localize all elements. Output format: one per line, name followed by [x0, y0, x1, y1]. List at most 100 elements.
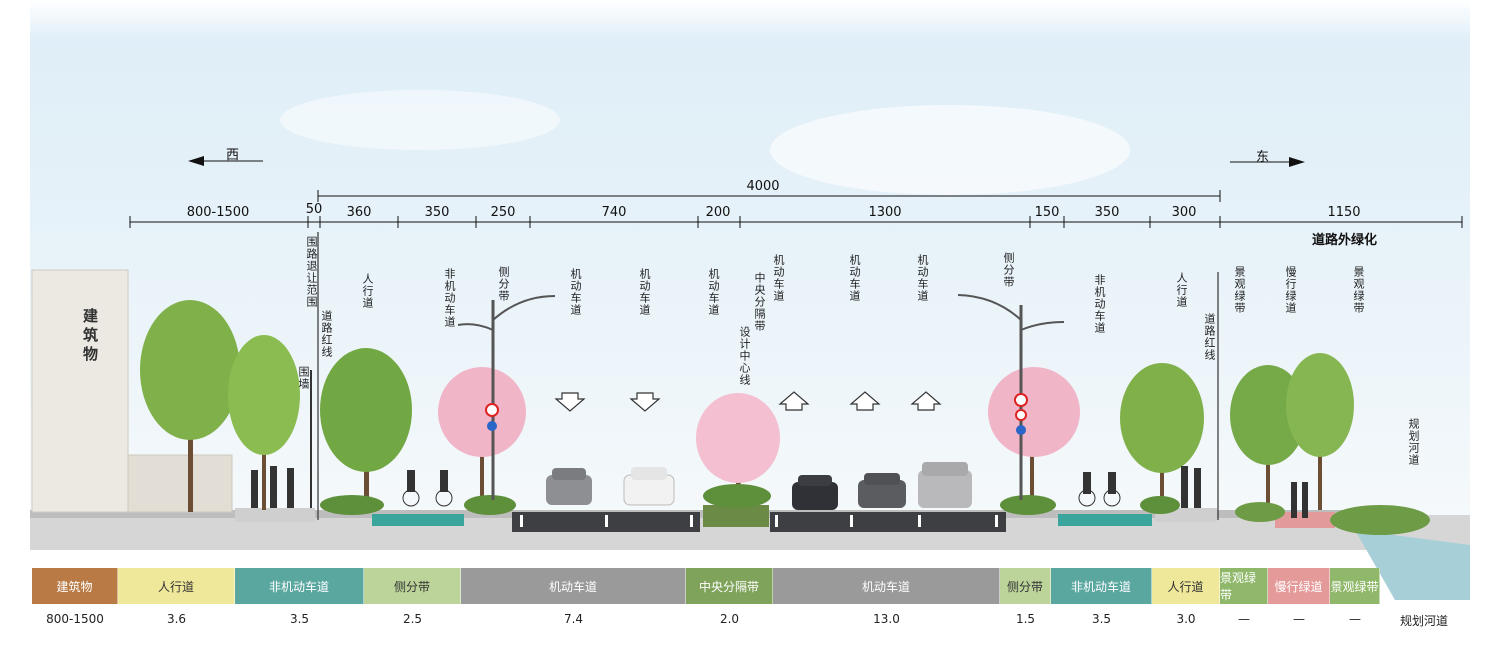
legend-bar: 建筑物人行道非机动车道侧分带机动车道中央分隔带机动车道侧分带非机动车道人行道景观… [0, 568, 1500, 604]
arrow-down-icon [629, 392, 661, 412]
legend-segment: 人行道 [1152, 568, 1220, 604]
legend-segment: 机动车道 [773, 568, 1000, 604]
dim-label: 1300 [868, 205, 902, 220]
tree [228, 335, 300, 510]
pedestrian [1291, 482, 1297, 518]
dim-label: 740 [601, 205, 627, 220]
pedestrian [1194, 468, 1201, 508]
legend-value: — [1349, 612, 1361, 626]
legend-value: 13.0 [873, 612, 900, 626]
dim-label: 200 [705, 205, 731, 220]
legend-segment: 非机动车道 [1051, 568, 1152, 604]
car [858, 473, 906, 508]
sidewalk-west [235, 508, 315, 522]
cyclist [402, 489, 420, 507]
pedestrian [251, 470, 258, 508]
section-label: 机动车道 [916, 254, 929, 302]
speed-sign-icon [485, 403, 499, 417]
arrow-up-icon [778, 391, 810, 411]
street-light-west [457, 295, 556, 500]
section-label: 机动车道 [569, 268, 582, 316]
bike-lane-west [372, 514, 464, 526]
legend-value: 2.5 [402, 612, 423, 626]
legend-value: 1.5 [1015, 612, 1036, 626]
dim-label: 800-1500 [186, 205, 250, 220]
car [792, 475, 838, 510]
section-label: 中央分隔带 [753, 272, 766, 332]
section-label: 围路退让范围 [305, 236, 318, 308]
river [1355, 530, 1470, 600]
legend-value: — [1293, 612, 1305, 626]
speed-sign-icon [1014, 393, 1028, 407]
legend-segment: 建筑物 [32, 568, 118, 604]
legend-segment-label: 侧分带 [393, 579, 430, 594]
legend-segment: 景观绿带 [1330, 568, 1380, 604]
legend-value: 7.4 [563, 612, 584, 626]
river-value: 规划河道 [1399, 614, 1449, 628]
legend-segment-label: 侧分带 [1006, 579, 1043, 594]
legend-segment-label: 非机动车道 [268, 579, 329, 594]
no-entry-sign-icon [1015, 409, 1027, 421]
tree [1230, 365, 1306, 510]
arrow-up-icon [910, 391, 942, 411]
car [623, 467, 675, 506]
section-label: 景观绿带 [1352, 266, 1365, 314]
section-label: 人行道 [361, 273, 374, 309]
legend-segment: 中央分隔带 [686, 568, 773, 604]
legend-value: 3.6 [166, 612, 187, 626]
median [703, 505, 769, 527]
section-label: 机动车道 [707, 268, 720, 316]
legend-segment-label: 景观绿带 [1220, 571, 1257, 602]
section-label: 围墙 [297, 366, 310, 390]
section-label: 道路红线 [320, 310, 333, 358]
legend-segment: 机动车道 [461, 568, 686, 604]
legend-segment-label: 慢行绿道 [1274, 579, 1323, 594]
tree [1286, 353, 1354, 510]
direction-west: 西 [226, 148, 240, 163]
legend-segment-label: 非机动车道 [1070, 579, 1131, 594]
legend-segment-label: 中央分隔带 [698, 579, 759, 594]
dim-label: 350 [1094, 205, 1120, 220]
arrow-up-icon [849, 391, 881, 411]
pedestrian [270, 466, 277, 508]
legend-segment-label: 机动车道 [548, 579, 597, 594]
overall-dimension: 4000 [746, 179, 780, 194]
bike-lane-east [1058, 514, 1152, 526]
pedestrian [1302, 482, 1308, 518]
section-label: 设计中心线 [738, 326, 751, 386]
cyclist [435, 489, 453, 507]
legend-value: 800-1500 [46, 612, 104, 626]
section-label: 非机动车道 [1093, 274, 1106, 334]
section-label: 侧分带 [1002, 252, 1015, 288]
arrow-right-icon [1289, 157, 1305, 167]
dim-label: 360 [346, 205, 372, 220]
legend-segment: 侧分带 [364, 568, 461, 604]
legend-segment-label: 建筑物 [56, 579, 93, 594]
legend-segment-label: 机动车道 [861, 579, 910, 594]
cherry-tree [696, 393, 780, 500]
arrow-down-icon [554, 392, 586, 412]
dim-label: 350 [424, 205, 450, 220]
dim-label: 300 [1171, 205, 1197, 220]
section-label: 规划河道 [1407, 418, 1420, 466]
car [546, 468, 592, 505]
direction-east: 东 [1256, 150, 1270, 165]
dim-label: 50 [305, 202, 323, 217]
outer-green-label: 道路外绿化 [1312, 233, 1378, 248]
bike-sign-icon [1016, 425, 1026, 435]
cherry-tree [438, 367, 526, 500]
legend-segment: 非机动车道 [235, 568, 364, 604]
legend-value: 3.0 [1176, 612, 1196, 626]
pedestrian [287, 468, 294, 508]
arrow-left-icon [188, 156, 204, 166]
section-label: 机动车道 [848, 254, 861, 302]
dim-label: 1150 [1327, 205, 1361, 220]
legend-value: 2.0 [719, 612, 740, 626]
legend-value: — [1238, 612, 1250, 626]
tree [320, 348, 412, 510]
legend-segment: 侧分带 [1000, 568, 1051, 604]
greenway [1275, 512, 1335, 528]
building-label: 建筑物 [81, 308, 99, 365]
